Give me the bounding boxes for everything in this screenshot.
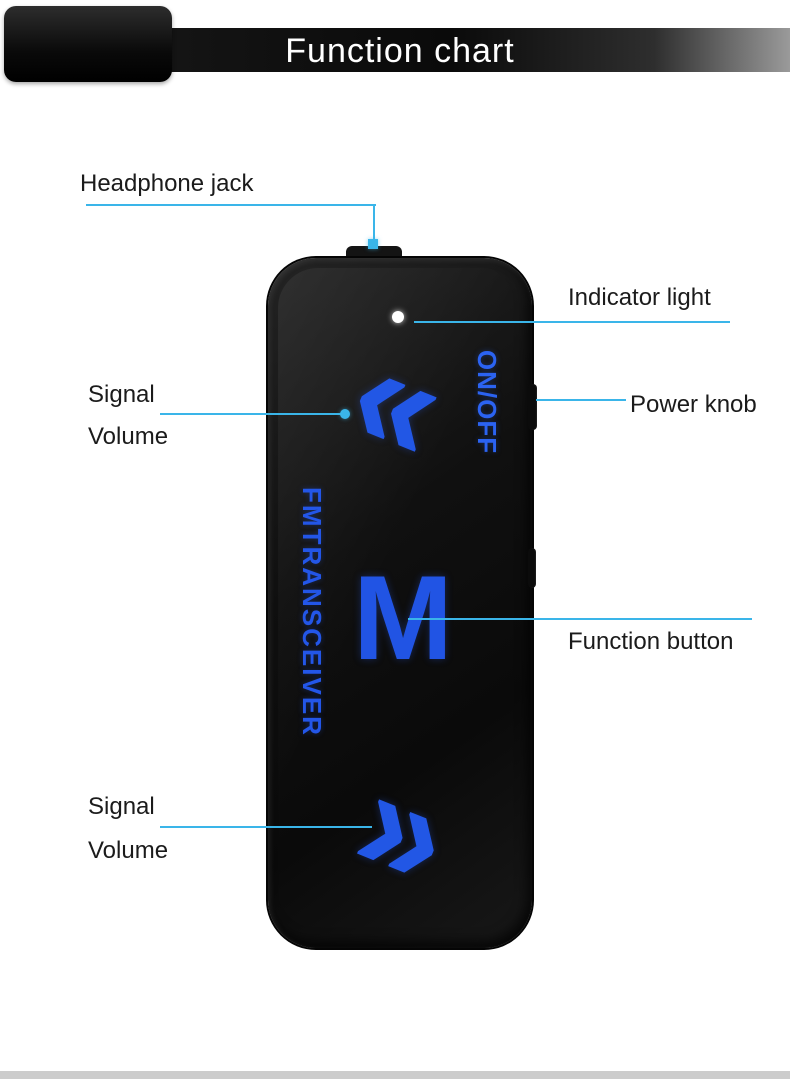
signal-volume-bottom-label-line1: Signal xyxy=(88,793,155,820)
headphone-jack-leader-line xyxy=(86,204,376,206)
on-off-label: ON/OFF xyxy=(472,349,503,455)
device-body xyxy=(268,258,532,948)
headphone-jack-leader-line-vertical xyxy=(373,204,375,242)
indicator-light-leader-line xyxy=(414,321,730,323)
signal-volume-bottom-leader-line xyxy=(160,826,372,828)
side-button-bump xyxy=(528,548,536,588)
header-left-block xyxy=(4,6,172,82)
headphone-jack-label: Headphone jack xyxy=(80,170,254,197)
function-button-leader-line xyxy=(408,618,752,620)
power-knob-leader-line xyxy=(536,399,626,401)
signal-volume-top-label-line1: Signal xyxy=(88,381,155,408)
headphone-jack-leader-endpoint xyxy=(368,239,378,249)
signal-volume-top-label-line2: Volume xyxy=(88,423,169,450)
page-title: Function chart xyxy=(285,32,515,70)
signal-volume-bottom-label-line2: Volume xyxy=(88,837,169,864)
indicator-light-label: Indicator light xyxy=(568,284,711,311)
signal-volume-top-leader-line xyxy=(160,413,344,415)
footer-strip xyxy=(0,1071,790,1079)
function-button-label: Function button xyxy=(568,628,734,655)
power-knob-label: Power knob xyxy=(630,391,757,418)
signal-volume-top-leader-endpoint xyxy=(340,409,350,419)
power-knob-bump xyxy=(528,384,537,430)
indicator-light-dot xyxy=(392,311,404,323)
